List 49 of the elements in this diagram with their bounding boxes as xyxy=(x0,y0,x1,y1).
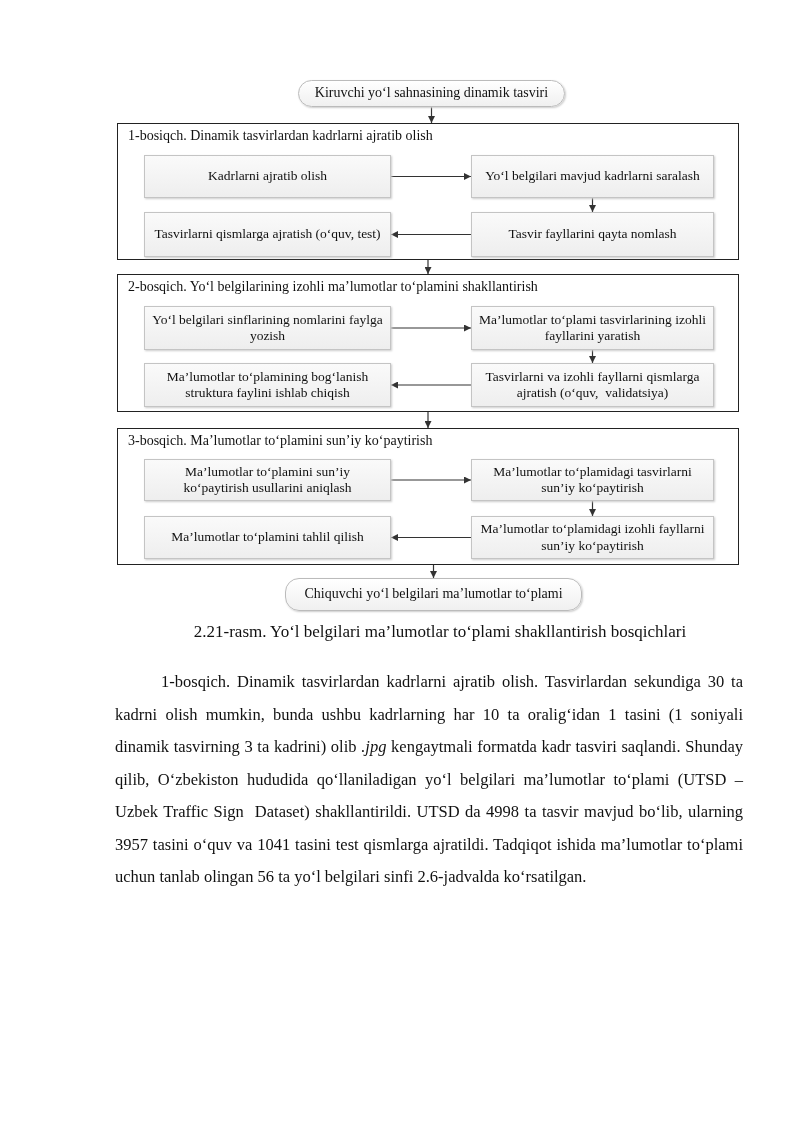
process-box xyxy=(144,306,391,350)
figure-caption: 2.21-rasm. Yo‘l belgilari ma’lumotlar to‘plami shakllantirish bosqichlari xyxy=(192,622,688,642)
box-label: Ma’lumotlar to‘plamini tahlil qilish xyxy=(171,529,364,546)
arrow xyxy=(390,381,472,389)
arrow xyxy=(424,411,432,429)
arrow xyxy=(390,476,472,484)
process-box xyxy=(144,459,391,501)
box-label: Chiquvchi yo‘l belgilari ma’lumotlar to‘plami xyxy=(304,586,563,603)
box-label: Kiruvchi yo‘l sahnasining dinamik tasviri xyxy=(314,85,549,102)
stage-frame xyxy=(117,428,739,565)
stage-heading: 2-bosqich. Yo‘l belgilarining izohli ma’lumotlar to‘plamini shakllantirish xyxy=(128,279,538,296)
process-box xyxy=(471,516,714,559)
arrow xyxy=(589,197,596,213)
terminal-pill xyxy=(285,578,582,611)
arrow xyxy=(390,173,472,180)
box-label: Tasvirlarni qismlarga ajratish (o‘quv, test) xyxy=(154,226,381,243)
arrow xyxy=(428,106,435,124)
process-box xyxy=(471,363,714,407)
stage-heading: 3-bosqich. Ma’lumotlar to‘plamini sun’iy ko‘paytirish xyxy=(128,433,433,450)
process-box xyxy=(471,212,714,257)
box-label: Ma’lumotlar to‘plamidagi izohli fayllarni sun’iy ko‘paytirish xyxy=(479,521,706,554)
box-label: Tasvirlarni va izohli fayllarni qismlarga ajratish (o‘quv, validatsiya) xyxy=(484,368,701,402)
stage-frame xyxy=(117,123,739,260)
process-box xyxy=(144,516,391,559)
arrow xyxy=(430,564,437,579)
box-label: Ma’lumotlar to‘plami tasvirlarining izohli fayllarini yaratish xyxy=(478,311,707,345)
arrow xyxy=(390,324,472,332)
arrow xyxy=(390,534,472,541)
process-box xyxy=(471,155,714,198)
stage-heading: 1-bosiqch. Dinamik tasvirlardan kadrlarni ajratib olish xyxy=(128,128,433,145)
box-label: Ma’lumotlar to‘plamini sun’iy ko‘paytirish usullarini aniqlash xyxy=(182,463,353,497)
stage-frame xyxy=(117,274,739,412)
box-label: Kadrlarni ajratib olish xyxy=(207,168,328,185)
box-label: Yo‘l belgilari mavjud kadrlarni saralash xyxy=(485,168,700,185)
terminal-pill xyxy=(298,80,565,107)
process-box xyxy=(144,155,391,198)
process-box xyxy=(471,306,714,350)
box-label: Ma’lumotlar to‘plamidagi tasvirlarni sun’iy ko‘paytirish xyxy=(492,463,693,497)
box-label: Tasvir fayllarini qayta nomlash xyxy=(508,226,677,243)
process-box xyxy=(144,363,391,407)
arrow xyxy=(424,259,432,275)
box-label: Ma’lumotlar to‘plamining bog‘lanish struktura faylini ishlab chiqish xyxy=(165,368,370,402)
arrow xyxy=(390,231,472,238)
process-box xyxy=(471,459,714,501)
arrow xyxy=(589,500,596,517)
arrow xyxy=(589,349,596,364)
box-label: Yo‘l belgilari sinflarining nomlarini faylga yozish xyxy=(151,311,384,345)
process-box xyxy=(144,212,391,257)
body-paragraph: 1-bosqich. Dinamik tasvirlardan kadrlarni ajratib olish. Tasvirlardan sekundiga 30 ta kadrni olish mumkin, bunda ushbu kadrlarning har 10 ta oralig‘idan 1 tasini (1 soniyali dinamik tasvirning 3 ta kadrini) olib .jpg kengaytmali formatda kadr tasviri saqlandi. Shunday qilib, O‘zbekiston hududida qo‘llaniladigan yo‘l belgilari ma’lumotlar to‘plami (UTSD – Uzbek Traffic Sign Dataset) shakllantirildi. UTSD da 4998 ta tasvir mavjud bo‘lib, ularning 3957 tasini o‘quv va 1041 tasini test qismlarga ajratildi. Tadqiqot ishida ma’lumotlar to‘plami uchun tanlab olingan 56 ta yo‘l belgilari sinfi 2.6-jadvalda ko‘rsatilgan. xyxy=(115,671,743,888)
